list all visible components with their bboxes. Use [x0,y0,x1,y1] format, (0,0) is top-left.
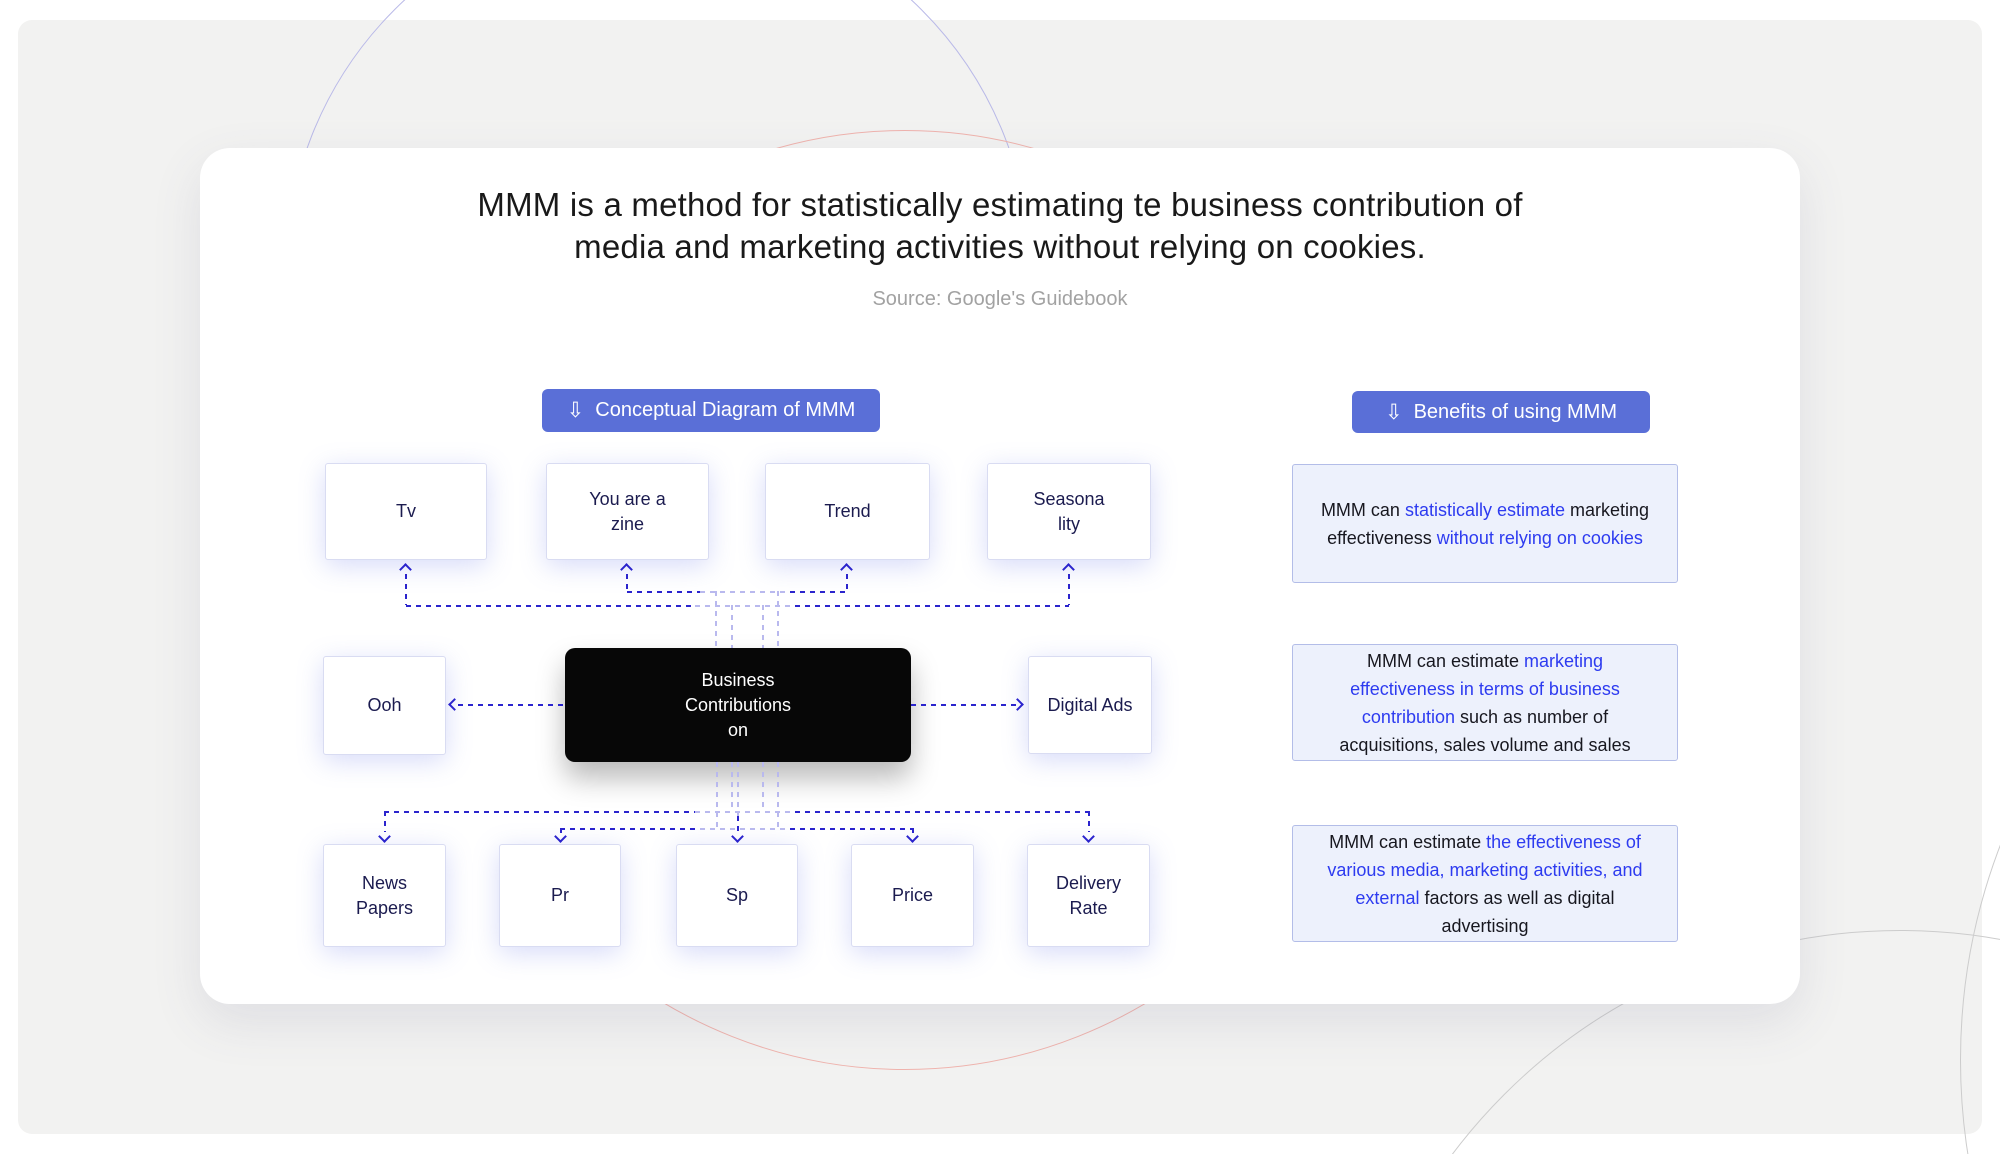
connector [795,605,1069,607]
connector [790,591,847,593]
node-trend: Trend [765,463,930,560]
connector [762,762,764,811]
benefit-card-2: MMM can estimate marketing effectiveness… [1292,644,1678,761]
connector [715,591,717,648]
connector [777,762,779,828]
connector [790,828,913,830]
connector [795,811,1089,813]
connector [700,828,790,830]
connector [731,762,733,811]
node-ooh: Ooh [323,656,446,755]
node-digital-ads: Digital Ads [1028,656,1152,754]
node-tv: Tv [325,463,487,560]
connector [458,704,565,706]
connector [737,762,739,816]
node-price: Price [851,844,974,947]
connector [560,828,562,834]
benefits-button-label: Benefits of using MMM [1413,400,1618,423]
connector [777,591,779,648]
arrowhead-down-news-papers [378,830,391,843]
connector [1088,811,1090,832]
page-title: MMM is a method for statistically estima… [477,186,1523,265]
down-arrow-icon: ⇩ [1384,399,1403,424]
connector [406,605,695,607]
conceptual-diagram-button-label: Conceptual Diagram of MMM [595,399,856,421]
connector [695,605,795,607]
arrowhead-down-pr [554,830,567,843]
source-caption: Source: Google's Guidebook [872,288,1128,310]
connector [700,591,790,593]
connector [405,574,407,605]
connector [912,828,914,834]
arrowhead-down-price [906,830,919,843]
benefit-card-1: MMM can statistically estimate marketing… [1292,464,1678,583]
benefits-button[interactable]: ⇩ Benefits of using MMM [1352,391,1650,433]
connector [627,591,700,593]
node-sp: Sp [676,844,798,947]
connector [911,704,1016,706]
connector [384,811,695,813]
arrowhead-right-digital-ads [1011,698,1024,711]
connector [846,574,848,591]
conceptual-diagram-button[interactable]: ⇩ Conceptual Diagram of MMM [542,389,880,432]
connector [1068,574,1070,605]
connector [560,828,700,830]
connector [762,605,764,648]
connector [626,574,628,591]
connector [695,811,795,813]
down-arrow-icon: ⇩ [566,398,585,422]
connector [384,811,386,832]
arrowhead-down-sp [731,830,744,843]
connector [737,816,739,833]
connector [731,605,733,648]
node-pr: Pr [499,844,621,947]
arrowhead-down-delivery-rate [1082,830,1095,843]
main-card: MMM is a method for statistically estima… [200,148,1800,1004]
benefit-card-3: MMM can estimate the effectiveness of va… [1292,825,1678,942]
connector [716,762,718,828]
